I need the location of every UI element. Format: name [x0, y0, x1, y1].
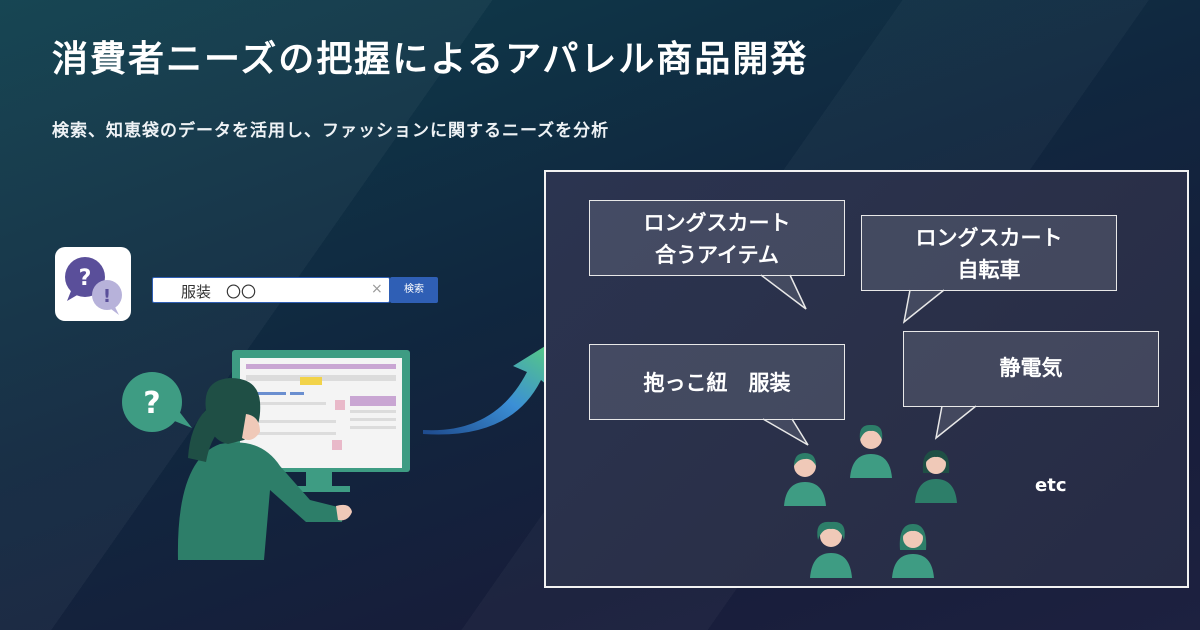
search-button[interactable]: 検索: [390, 277, 438, 303]
monitor-icon: [232, 350, 410, 492]
person-icon: [915, 450, 957, 503]
page-title: 消費者ニーズの把握によるアパレル商品開発: [52, 39, 809, 80]
bubble-tail: [902, 289, 945, 324]
clear-icon[interactable]: ×: [371, 281, 383, 297]
speech-bubble-long-skirt-bicycle: ロングスカート 自転車: [861, 215, 1117, 291]
person-icon: [177, 378, 352, 560]
qa-app-icon: ? !: [55, 247, 131, 321]
bubble-tail: [760, 274, 807, 310]
speech-bubble-long-skirt-items: ロングスカート 合うアイテム: [589, 200, 845, 276]
person-icon: [892, 524, 934, 578]
question-bubble-icon: ?: [122, 372, 192, 432]
svg-text:!: !: [103, 286, 111, 307]
svg-text:?: ?: [143, 386, 160, 421]
etc-label: etc: [1035, 475, 1067, 496]
arrow-icon: [423, 340, 555, 435]
bubble-tail: [934, 405, 977, 440]
speech-bubble-static-electricity: 静電気: [903, 331, 1159, 407]
svg-text:?: ?: [79, 266, 92, 291]
person-icon: [810, 521, 852, 578]
needs-panel: [544, 170, 1189, 588]
speech-bubble-baby-carrier: 抱っこ紐 服装: [589, 344, 845, 420]
person-icon: [850, 424, 892, 478]
search-query: 服装 〇〇: [181, 283, 257, 301]
search-input[interactable]: 服装 〇〇 ×: [152, 277, 390, 303]
question-bubble-icon: ? !: [65, 257, 122, 315]
person-icon: [784, 453, 826, 506]
bubble-tail: [762, 418, 809, 446]
page-subtitle: 検索、知恵袋のデータを活用し、ファッションに関するニーズを分析: [52, 121, 610, 141]
person-at-computer-illustration: ?: [122, 350, 410, 560]
